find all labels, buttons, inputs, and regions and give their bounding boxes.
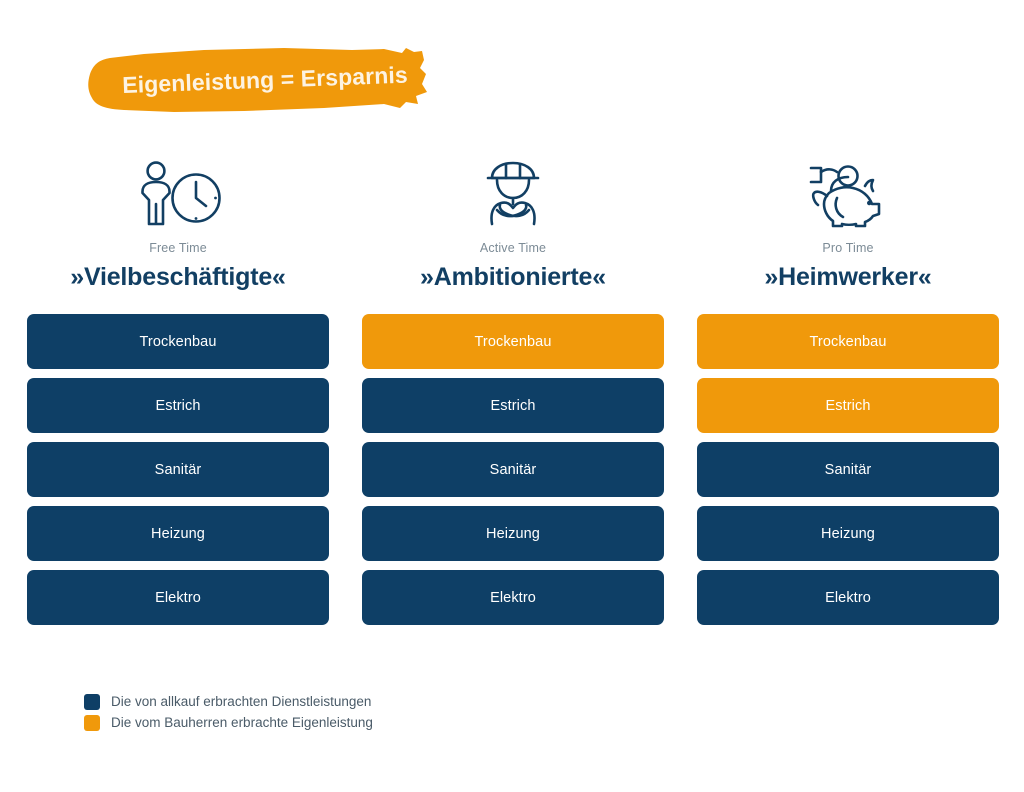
banner-title: Eigenleistung = Ersparnis — [121, 61, 409, 98]
column-headline: »Vielbeschäftigte« — [70, 262, 286, 291]
bar-item[interactable]: Trockenbau — [362, 314, 664, 369]
legend-label: Die vom Bauherren erbrachte Eigenleistun… — [111, 715, 373, 731]
bar-item[interactable]: Trockenbau — [697, 314, 999, 369]
column-kicker: Active Time — [479, 241, 547, 255]
bar-item[interactable]: Heizung — [27, 506, 329, 561]
banner-brushstroke-shape — [88, 48, 427, 112]
bar-item[interactable]: Sanitär — [27, 442, 329, 497]
legend-swatch-orange — [84, 715, 100, 732]
column-pro-time: Pro Time »Heimwerker« Trockenbau Estrich… — [697, 150, 999, 625]
column-kicker: Free Time — [149, 241, 207, 255]
legend: Die von allkauf erbrachten Dienstleistun… — [84, 694, 373, 732]
worker-hardhat-crossed-arms-icon — [480, 150, 546, 228]
column-kicker: Pro Time — [822, 241, 874, 255]
legend-row: Die vom Bauherren erbrachte Eigenleistun… — [84, 715, 373, 732]
bar-list: Trockenbau Estrich Sanitär Heizung Elekt… — [362, 314, 664, 625]
bar-item[interactable]: Trockenbau — [27, 314, 329, 369]
bar-item[interactable]: Heizung — [362, 506, 664, 561]
banner: Eigenleistung = Ersparnis — [84, 44, 434, 116]
legend-label: Die von allkauf erbrachten Dienstleistun… — [111, 694, 372, 709]
comparison-columns: Free Time »Vielbeschäftigte« Trockenbau … — [0, 150, 1024, 625]
bar-list: Trockenbau Estrich Sanitär Heizung Elekt… — [697, 314, 999, 625]
legend-row: Die von allkauf erbrachten Dienstleistun… — [84, 694, 373, 711]
column-free-time: Free Time »Vielbeschäftigte« Trockenbau … — [27, 150, 329, 625]
bar-list: Trockenbau Estrich Sanitär Heizung Elekt… — [27, 314, 329, 625]
column-headline: »Heimwerker« — [764, 262, 932, 291]
column-active-time: Active Time »Ambitionierte« Trockenbau E… — [362, 150, 664, 625]
bar-item[interactable]: Estrich — [27, 378, 329, 433]
bar-item[interactable]: Elektro — [362, 570, 664, 625]
bar-item[interactable]: Elektro — [27, 570, 329, 625]
column-headline: »Ambitionierte« — [420, 262, 606, 291]
piggy-bank-with-coin-icon — [807, 150, 889, 228]
bar-item[interactable]: Elektro — [697, 570, 999, 625]
bar-item[interactable]: Estrich — [697, 378, 999, 433]
bar-item[interactable]: Sanitär — [362, 442, 664, 497]
bar-item[interactable]: Heizung — [697, 506, 999, 561]
legend-swatch-navy — [84, 694, 100, 711]
bar-item[interactable]: Sanitär — [697, 442, 999, 497]
person-with-clock-icon — [132, 150, 224, 228]
bar-item[interactable]: Estrich — [362, 378, 664, 433]
